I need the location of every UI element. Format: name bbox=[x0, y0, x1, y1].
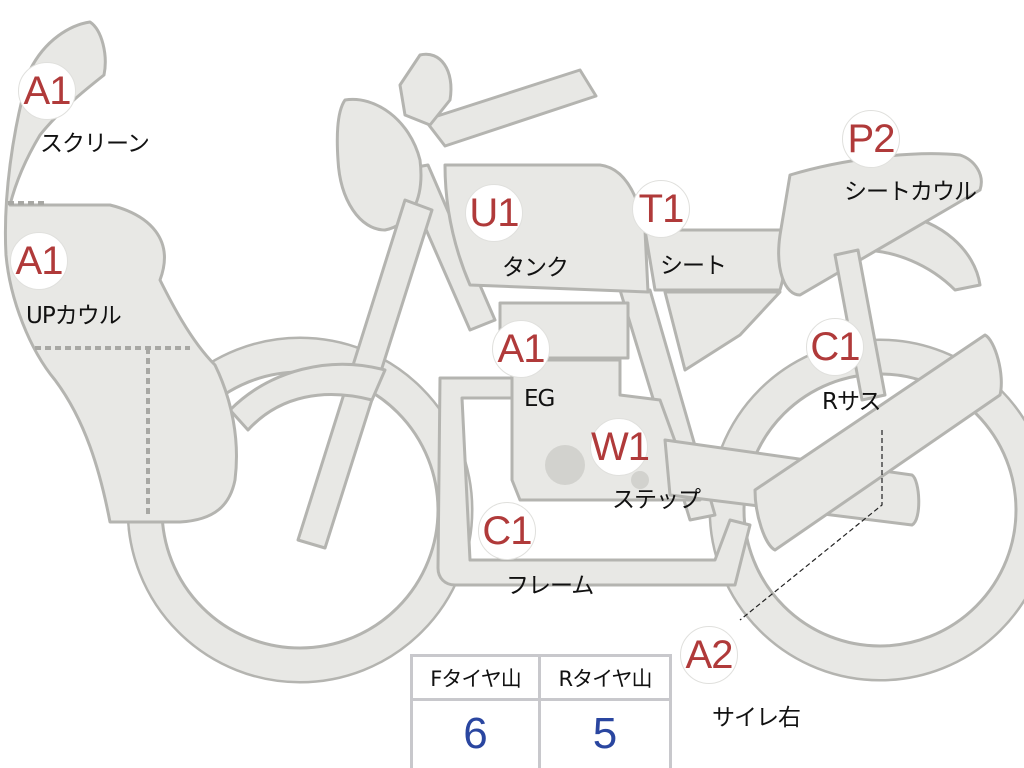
part-name: UPカウル bbox=[26, 303, 122, 329]
part-name: タンク bbox=[502, 255, 569, 281]
part-code: A1 bbox=[492, 320, 550, 378]
step-peg-left bbox=[631, 471, 649, 489]
engine-cover bbox=[545, 445, 585, 485]
part-name: シートカウル bbox=[844, 179, 977, 205]
front-tyre-header: Fタイヤ山 bbox=[413, 657, 541, 701]
part-code: U1 bbox=[465, 184, 523, 242]
part-code: C1 bbox=[806, 318, 864, 376]
tyre-tread-table: Fタイヤ山 Rタイヤ山 6 5 bbox=[410, 654, 672, 768]
part-name: スクリーン bbox=[40, 131, 150, 157]
frame-cradle bbox=[436, 376, 752, 587]
part-code: A1 bbox=[10, 232, 68, 290]
rear-tyre-header: Rタイヤ山 bbox=[541, 657, 669, 701]
part-code: P2 bbox=[842, 110, 900, 168]
part-name: フレーム bbox=[506, 573, 594, 599]
rear-tyre-value[interactable]: 5 bbox=[592, 709, 618, 758]
part-name: ステップ bbox=[612, 487, 701, 513]
muffler-leader-line bbox=[739, 430, 883, 621]
part-code: A2 bbox=[680, 626, 738, 684]
side-cover bbox=[663, 290, 782, 372]
part-name: サイレ右 bbox=[712, 705, 801, 731]
muffler bbox=[753, 333, 1003, 552]
headlight bbox=[335, 97, 423, 232]
part-code: C1 bbox=[478, 502, 536, 560]
part-code: T1 bbox=[632, 180, 690, 238]
part-name: Rサス bbox=[822, 389, 882, 415]
mirror bbox=[398, 52, 453, 127]
part-code: W1 bbox=[590, 418, 650, 476]
front-fender bbox=[228, 362, 387, 432]
part-code: A1 bbox=[18, 62, 76, 120]
frame-pipe-upper bbox=[423, 68, 598, 148]
part-name: EG bbox=[524, 386, 555, 412]
front-tyre-value[interactable]: 6 bbox=[413, 701, 541, 768]
part-name: シート bbox=[660, 253, 727, 279]
front-cowl bbox=[3, 20, 238, 524]
